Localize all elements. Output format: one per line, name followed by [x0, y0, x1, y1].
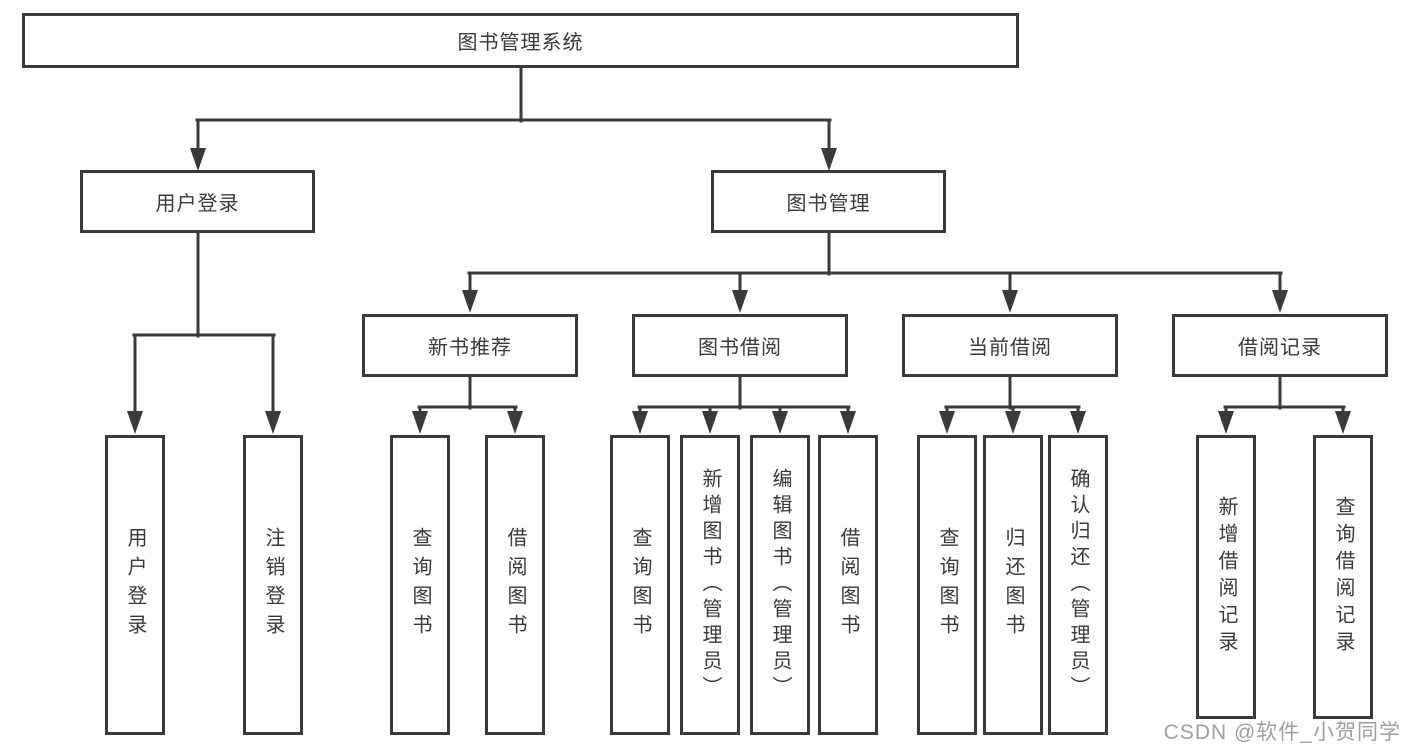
node-cb-query-book-label: 查询图书 — [936, 527, 958, 643]
node-bb-add-book-label: 新增图书（管理员） — [699, 468, 721, 702]
node-br-query-record: 查询借阅记录 — [1313, 435, 1373, 719]
node-nb-query-book: 查询图书 — [390, 435, 450, 735]
node-book-management: 图书管理 — [711, 170, 946, 233]
csdn-watermark: CSDN @软件_小贺同学 — [1163, 721, 1401, 744]
node-cb-return-book-label: 归还图书 — [1002, 527, 1024, 643]
node-bb-borrow-book: 借阅图书 — [818, 435, 878, 735]
node-leaf-user-login: 用户登录 — [105, 435, 165, 735]
node-current-borrow: 当前借阅 — [902, 314, 1118, 377]
node-cb-return-book: 归还图书 — [983, 435, 1043, 735]
node-bb-edit-book-label: 编辑图书（管理员） — [769, 468, 791, 702]
node-bb-edit-book: 编辑图书（管理员） — [750, 435, 810, 735]
node-bb-query-book: 查询图书 — [610, 435, 670, 735]
node-br-add-record-label: 新增借阅记录 — [1215, 496, 1237, 658]
node-root-label: 图书管理系统 — [457, 32, 584, 54]
node-leaf-logout-label: 注销登录 — [262, 527, 284, 643]
node-leaf-logout: 注销登录 — [243, 435, 303, 735]
node-root: 图书管理系统 — [22, 13, 1019, 68]
node-bb-add-book: 新增图书（管理员） — [680, 435, 740, 735]
node-nb-query-book-label: 查询图书 — [409, 527, 431, 643]
node-borrow-records-label: 借阅记录 — [1238, 337, 1322, 359]
node-cb-confirm-return: 确认归还（管理员） — [1048, 435, 1108, 735]
node-leaf-user-login-label: 用户登录 — [124, 527, 146, 643]
node-book-management-label: 图书管理 — [786, 193, 871, 215]
node-user-login: 用户登录 — [80, 170, 315, 233]
node-nb-borrow-book-label: 借阅图书 — [504, 527, 526, 643]
node-cb-confirm-return-label: 确认归还（管理员） — [1067, 468, 1089, 702]
node-current-borrow-label: 当前借阅 — [968, 337, 1052, 359]
node-new-book-recommend-label: 新书推荐 — [428, 337, 512, 359]
node-borrow-records: 借阅记录 — [1172, 314, 1388, 377]
node-cb-query-book: 查询图书 — [917, 435, 977, 735]
node-book-borrow-label: 图书借阅 — [698, 337, 782, 359]
node-br-query-record-label: 查询借阅记录 — [1332, 496, 1354, 658]
node-book-borrow: 图书借阅 — [632, 314, 848, 377]
node-bb-borrow-book-label: 借阅图书 — [837, 527, 859, 643]
node-new-book-recommend: 新书推荐 — [362, 314, 578, 377]
node-br-add-record: 新增借阅记录 — [1196, 435, 1256, 719]
node-nb-borrow-book: 借阅图书 — [485, 435, 545, 735]
node-bb-query-book-label: 查询图书 — [629, 527, 651, 643]
node-user-login-label: 用户登录 — [155, 193, 240, 215]
